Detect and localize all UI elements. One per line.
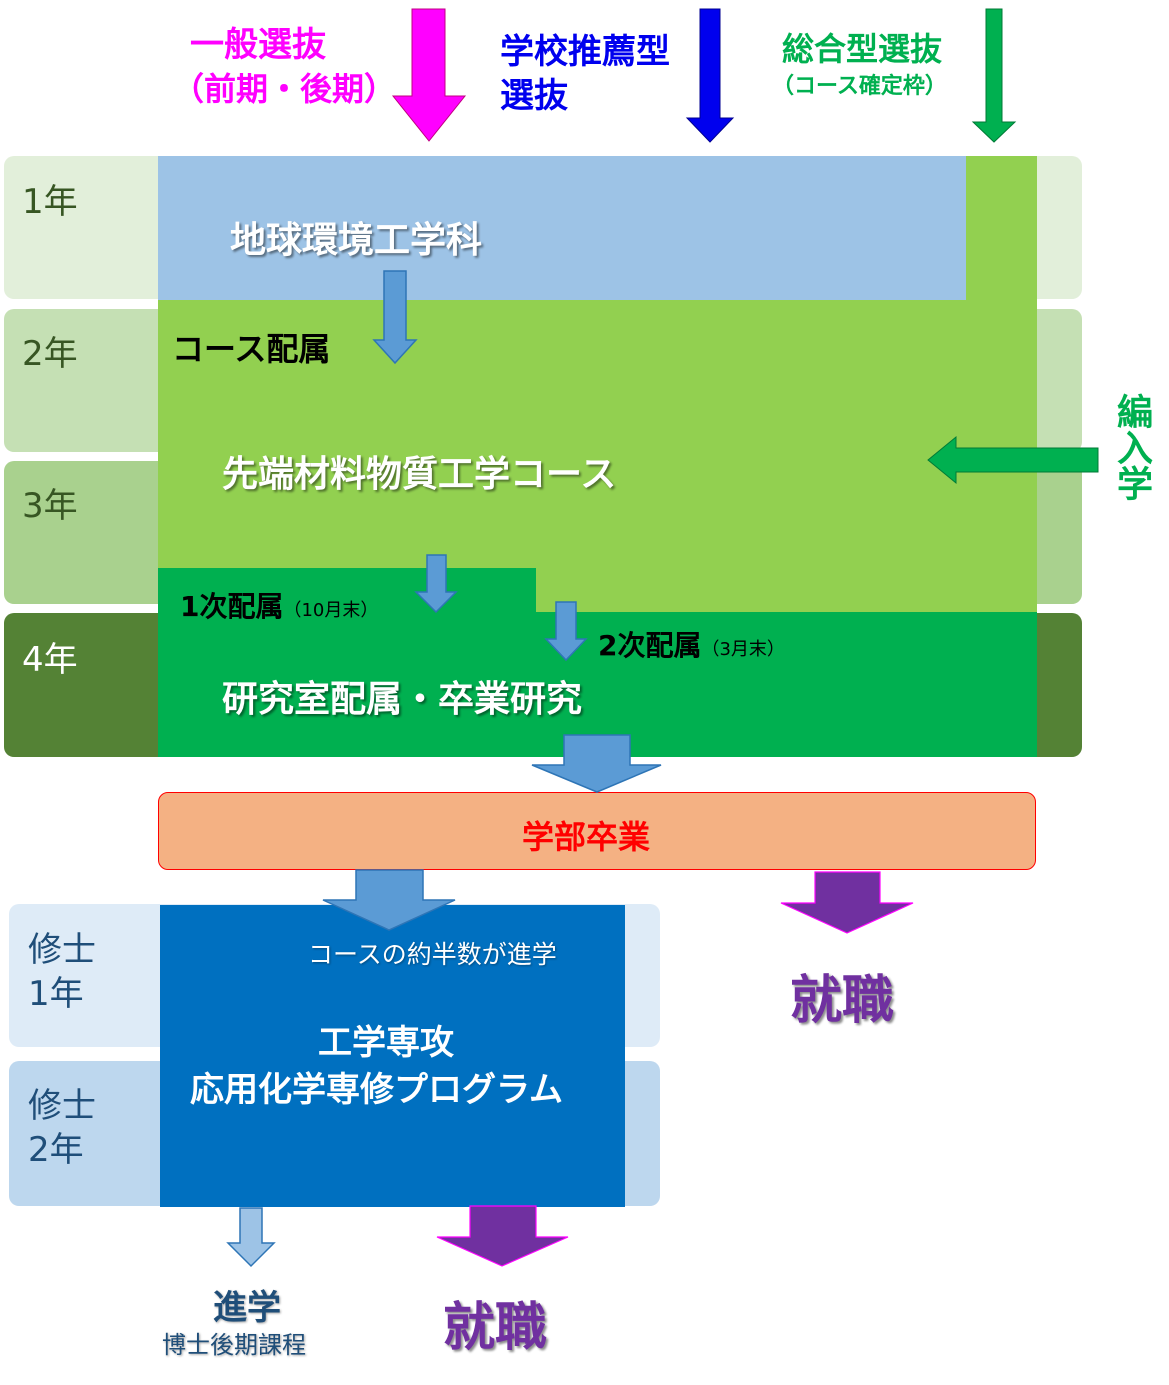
masters-note: コースの約半数が進学 (308, 940, 557, 969)
year-label-m1-2: 1年 (28, 974, 84, 1014)
transfer-arrow (927, 435, 1099, 485)
second-assignment-label: 2次配属（3月末） (598, 624, 785, 664)
lab-label: 研究室配属・卒業研究 (222, 679, 583, 720)
year-label-3: 3年 (22, 486, 78, 526)
second-assignment-note: （3月末） (701, 639, 785, 660)
doctoral-label-1: 進学 (213, 1288, 281, 1328)
year-label-4: 4年 (22, 640, 78, 680)
doctoral-arrow (226, 1207, 276, 1268)
year-label-m1-1: 修士 (28, 930, 96, 970)
course-label: 先端材料物質工学コース (222, 454, 617, 495)
first-assignment-arrow (414, 554, 458, 614)
course-box (158, 300, 1037, 612)
employment-arrow (780, 871, 914, 934)
lab-box-upper (158, 568, 536, 614)
year-label-1: 1年 (22, 182, 78, 222)
year-label-m2-2: 2年 (28, 1130, 84, 1170)
school-entry-label-2: 選抜 (500, 76, 568, 116)
doctoral-label-2: 博士後期課程 (162, 1331, 306, 1359)
lab-box (158, 612, 1037, 757)
masters-arrow (322, 869, 456, 931)
employment2-arrow (436, 1205, 569, 1267)
second-assignment-arrow (544, 601, 588, 662)
course-assignment-label: コース配属 (172, 330, 331, 368)
masters-label-2: 応用化学専修プログラム (190, 1070, 563, 1110)
graduation-label: 学部卒業 (522, 818, 651, 856)
first-assignment-label: 1次配属（10月末） (180, 585, 378, 625)
employment2-label: 就職 (443, 1298, 548, 1358)
second-assignment-text: 2次配属 (598, 629, 702, 662)
graduation-box (158, 792, 1036, 870)
first-assignment-text: 1次配属 (180, 590, 284, 623)
general-entry-label-2: （前期・後期） (172, 70, 397, 108)
masters-box (160, 905, 625, 1207)
comprehensive-entry-label-2: （コース確定枠） (772, 74, 947, 99)
masters-label-1: 工学専攻 (318, 1023, 454, 1063)
school-entry-arrow (685, 8, 735, 143)
department-label: 地球環境工学科 (230, 220, 483, 261)
comprehensive-entry-label-1: 総合型選抜 (782, 30, 943, 68)
course-assignment-arrow (372, 270, 418, 365)
employment-label: 就職 (790, 971, 895, 1031)
year-label-m2-1: 修士 (28, 1086, 96, 1126)
year-label-2: 2年 (22, 334, 78, 374)
general-entry-label-1: 一般選抜 (190, 25, 326, 65)
school-entry-label-1: 学校推薦型 (500, 32, 670, 72)
department-box (158, 156, 966, 300)
transfer-label-text: 編入学 (1111, 393, 1152, 501)
transfer-label: 編入学 (1108, 393, 1152, 501)
comprehensive-column (966, 156, 1037, 310)
general-entry-arrow (391, 8, 467, 142)
comprehensive-entry-arrow (971, 8, 1017, 143)
first-assignment-note: （10月末） (283, 600, 379, 621)
graduation-arrow (531, 734, 662, 793)
